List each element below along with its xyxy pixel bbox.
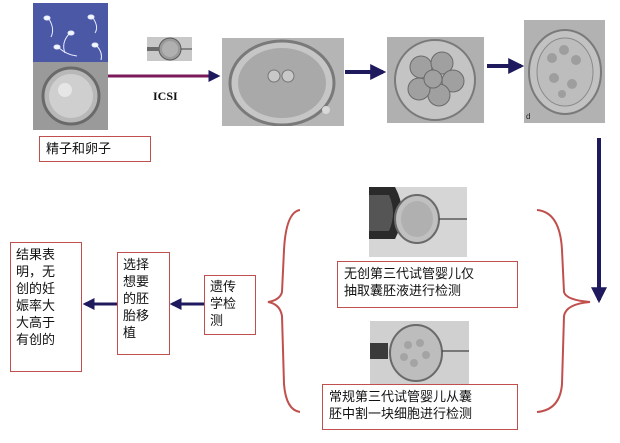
icsi-label: ICSI: [153, 89, 178, 103]
sperm-photo: [33, 3, 108, 62]
result-box: 结果表 明，无 创的妊 娠率大 大高于 有创的: [10, 242, 82, 372]
conventional-test-box: 常规第三代试管婴儿从囊 胚中割一块细胞进行检测: [322, 384, 518, 430]
bracket-right: [536, 209, 591, 413]
blastocyst-photo: d: [524, 20, 605, 123]
icsi-photo: [147, 37, 192, 61]
zygote-photo: [222, 38, 344, 126]
fluid-aspiration-photo: [369, 187, 467, 257]
genetic-test-box: 遗传 学检 测: [204, 275, 256, 335]
biopsy-photo: [370, 321, 469, 385]
cleavage-photo: [387, 37, 484, 123]
sperm-egg-label: 精子和卵子: [39, 136, 151, 162]
stage-mark: d: [526, 112, 531, 121]
noninvasive-test-box: 无创第三代试管婴儿仅 抽取囊胚液进行检测: [337, 261, 518, 308]
egg-photo: [33, 62, 108, 130]
bracket-left: [267, 209, 301, 413]
select-embryo-box: 选择 想要 的胚 胎移 植: [117, 252, 170, 355]
